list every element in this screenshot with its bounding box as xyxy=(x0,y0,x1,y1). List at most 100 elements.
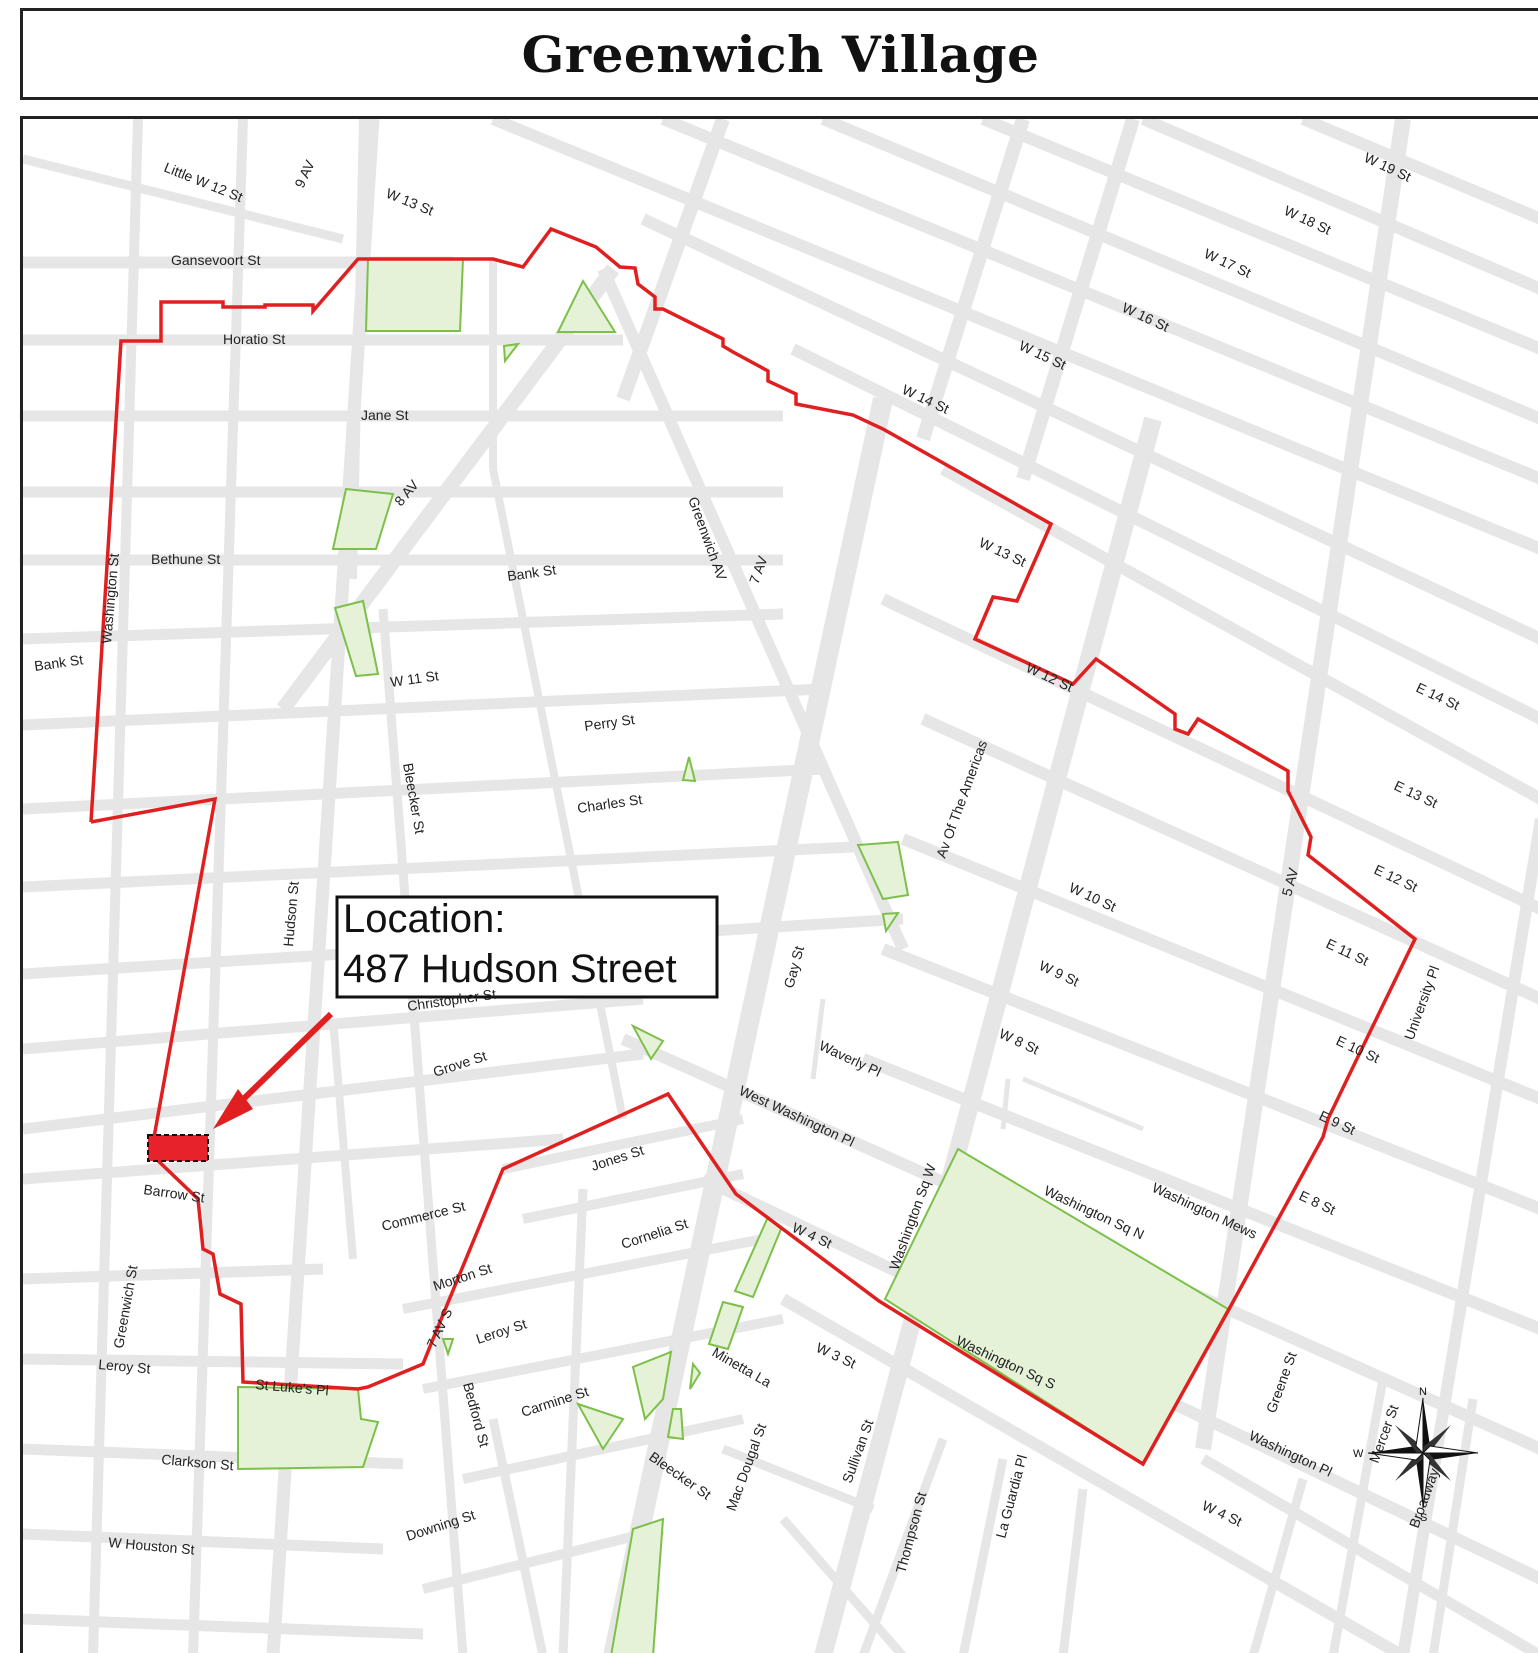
park-abingdon-square xyxy=(364,258,465,332)
road xyxy=(860,1053,1538,1335)
compass-rose: N W S xyxy=(1353,1386,1479,1524)
location-marker[interactable] xyxy=(147,1134,209,1162)
road xyxy=(597,266,909,952)
road xyxy=(329,1018,357,1260)
road xyxy=(23,1613,424,1640)
road xyxy=(916,119,1030,442)
park-small xyxy=(666,1408,685,1441)
map-frame[interactable]: Location: 487 Hudson Street Little W 12 … xyxy=(20,116,1538,1653)
street-label: W 11 St xyxy=(389,667,440,690)
road xyxy=(188,119,248,1653)
road xyxy=(23,1133,564,1185)
street-label: W 4 St xyxy=(1200,1497,1245,1529)
road xyxy=(1328,1378,1388,1653)
road xyxy=(489,468,627,1120)
street-label: Washington Pl xyxy=(1247,1427,1335,1479)
compass-s: S xyxy=(1420,1512,1427,1524)
road xyxy=(1300,119,1538,225)
street-label: Commerce St xyxy=(380,1198,467,1234)
park-carmine xyxy=(631,1350,673,1422)
street-label: Bank St xyxy=(506,561,557,584)
road xyxy=(1058,1488,1088,1653)
street-label: Leroy St xyxy=(474,1315,529,1346)
street-label: Bank St xyxy=(33,651,84,674)
street-label: W 4 St xyxy=(790,1219,835,1251)
map-title-box: Greenwich Village xyxy=(20,8,1538,100)
historic-district-boundary xyxy=(89,226,1418,1467)
road xyxy=(1428,1398,1478,1653)
park-minetta-2 xyxy=(707,1300,745,1351)
park-triangle xyxy=(556,278,617,333)
street-label: Bethune St xyxy=(151,551,220,567)
map-canvas[interactable]: Location: 487 Hudson Street Little W 12 … xyxy=(23,119,1538,1653)
road xyxy=(23,1528,384,1555)
road xyxy=(1200,1454,1538,1653)
callout-line-1: Location: xyxy=(343,897,505,941)
street-label: Downing St xyxy=(404,1506,477,1543)
road xyxy=(1022,1076,1144,1132)
road xyxy=(490,119,1538,555)
park-small xyxy=(681,756,697,783)
park-bedford xyxy=(575,1402,625,1451)
street-label: Hudson St xyxy=(280,881,302,948)
street-label: W 16 St xyxy=(1120,299,1172,335)
road xyxy=(378,608,468,1653)
street-label: St Luke's Pl xyxy=(255,1376,330,1398)
park-jane-st xyxy=(331,487,395,550)
road xyxy=(23,1353,404,1370)
road xyxy=(1249,1477,1308,1653)
street-label: W 9 St xyxy=(1037,957,1082,989)
road xyxy=(780,1293,1406,1653)
street-label: E 11 St xyxy=(1324,935,1372,969)
location-callout: Location: 487 Hudson Street xyxy=(335,895,719,999)
park-small xyxy=(441,1338,455,1358)
street-label: Charles St xyxy=(576,791,643,816)
road xyxy=(558,1188,588,1653)
road xyxy=(880,943,1538,1215)
road xyxy=(1140,119,1538,295)
street-label: W 18 St xyxy=(1282,202,1334,238)
road xyxy=(23,1048,644,1135)
road xyxy=(880,593,1538,915)
street-label: Gay St xyxy=(780,944,807,990)
road xyxy=(23,608,784,645)
street-label: Greene St xyxy=(1263,1349,1300,1415)
park-gay-st xyxy=(856,840,910,901)
street-label: W 8 St xyxy=(997,1025,1042,1057)
street-label: W 13 St xyxy=(384,185,436,219)
road xyxy=(779,1516,907,1653)
park-small xyxy=(881,911,900,934)
road xyxy=(1195,119,1411,1451)
park-small xyxy=(689,1361,702,1390)
compass-w: W xyxy=(1353,1448,1364,1460)
road xyxy=(603,396,893,1653)
street-label: Clarkson St xyxy=(161,1451,235,1473)
street-label: Bedford St xyxy=(460,1381,493,1449)
road xyxy=(640,213,1538,645)
road xyxy=(721,1444,875,1514)
road xyxy=(1397,818,1538,1653)
street-label: Leroy St xyxy=(98,1356,151,1376)
road xyxy=(23,154,345,244)
road xyxy=(23,683,824,731)
road xyxy=(501,1114,745,1174)
road xyxy=(814,416,1162,1653)
street-label: Av Of The Americas xyxy=(933,738,990,860)
road xyxy=(790,343,1538,725)
street-label: Bleecker St xyxy=(400,762,428,835)
park-bank-st xyxy=(333,599,380,678)
compass-n: N xyxy=(1419,1386,1427,1398)
road xyxy=(88,119,143,1653)
road xyxy=(616,119,730,402)
street-label: University Pl xyxy=(1401,963,1443,1042)
park-christopher xyxy=(630,1023,665,1061)
road xyxy=(980,119,1538,355)
street-label: W 12 St xyxy=(1024,659,1076,695)
map-title: Greenwich Village xyxy=(521,24,1040,84)
street-label: Carmine St xyxy=(519,1383,591,1420)
street-label: Cornelia St xyxy=(619,1215,690,1252)
street-label: Washington St xyxy=(98,553,122,645)
parks xyxy=(237,258,1230,1653)
road xyxy=(820,119,1538,425)
street-label: Barrow St xyxy=(143,1181,206,1205)
